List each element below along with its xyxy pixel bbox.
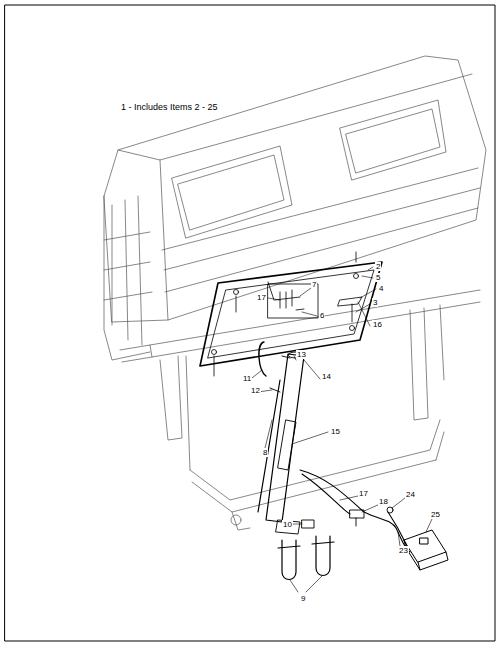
callout-number: 11 <box>242 374 252 383</box>
callout-number: 8 <box>262 448 268 457</box>
callout-number: 17 <box>256 293 267 302</box>
callout-number: 3 <box>372 298 378 307</box>
callout-number: 6 <box>319 311 325 320</box>
callout-number: 2 <box>375 262 381 271</box>
brackets <box>302 507 393 528</box>
switch-box <box>404 530 448 570</box>
callout-number: 12 <box>250 386 261 395</box>
callout-number: 7 <box>311 280 317 289</box>
wire-harness <box>300 470 410 552</box>
callout-number: 4 <box>378 284 384 293</box>
cargo-bed <box>104 56 486 360</box>
mounting-plate <box>200 262 382 366</box>
callout-number: 16 <box>372 320 383 329</box>
page-border <box>5 5 495 641</box>
leader-lines <box>252 267 432 592</box>
callout-number: 13 <box>296 350 307 359</box>
callout-number: 10 <box>282 520 293 529</box>
callout-number: 14 <box>321 372 332 381</box>
chassis-frame <box>120 290 480 530</box>
callout-number: 17 <box>358 489 369 498</box>
callout-number: 5 <box>375 273 381 282</box>
callout-number: 23 <box>398 546 409 555</box>
u-bolts <box>278 536 334 580</box>
callout-number: 24 <box>405 490 416 499</box>
callout-number: 25 <box>430 510 441 519</box>
plate-hardware <box>208 252 374 376</box>
callout-number: 15 <box>330 427 341 436</box>
callout-number: 18 <box>378 497 389 506</box>
parts-note: 1 - Includes Items 2 - 25 <box>120 103 219 112</box>
actuator <box>258 342 304 534</box>
callout-number: 9 <box>300 594 306 603</box>
